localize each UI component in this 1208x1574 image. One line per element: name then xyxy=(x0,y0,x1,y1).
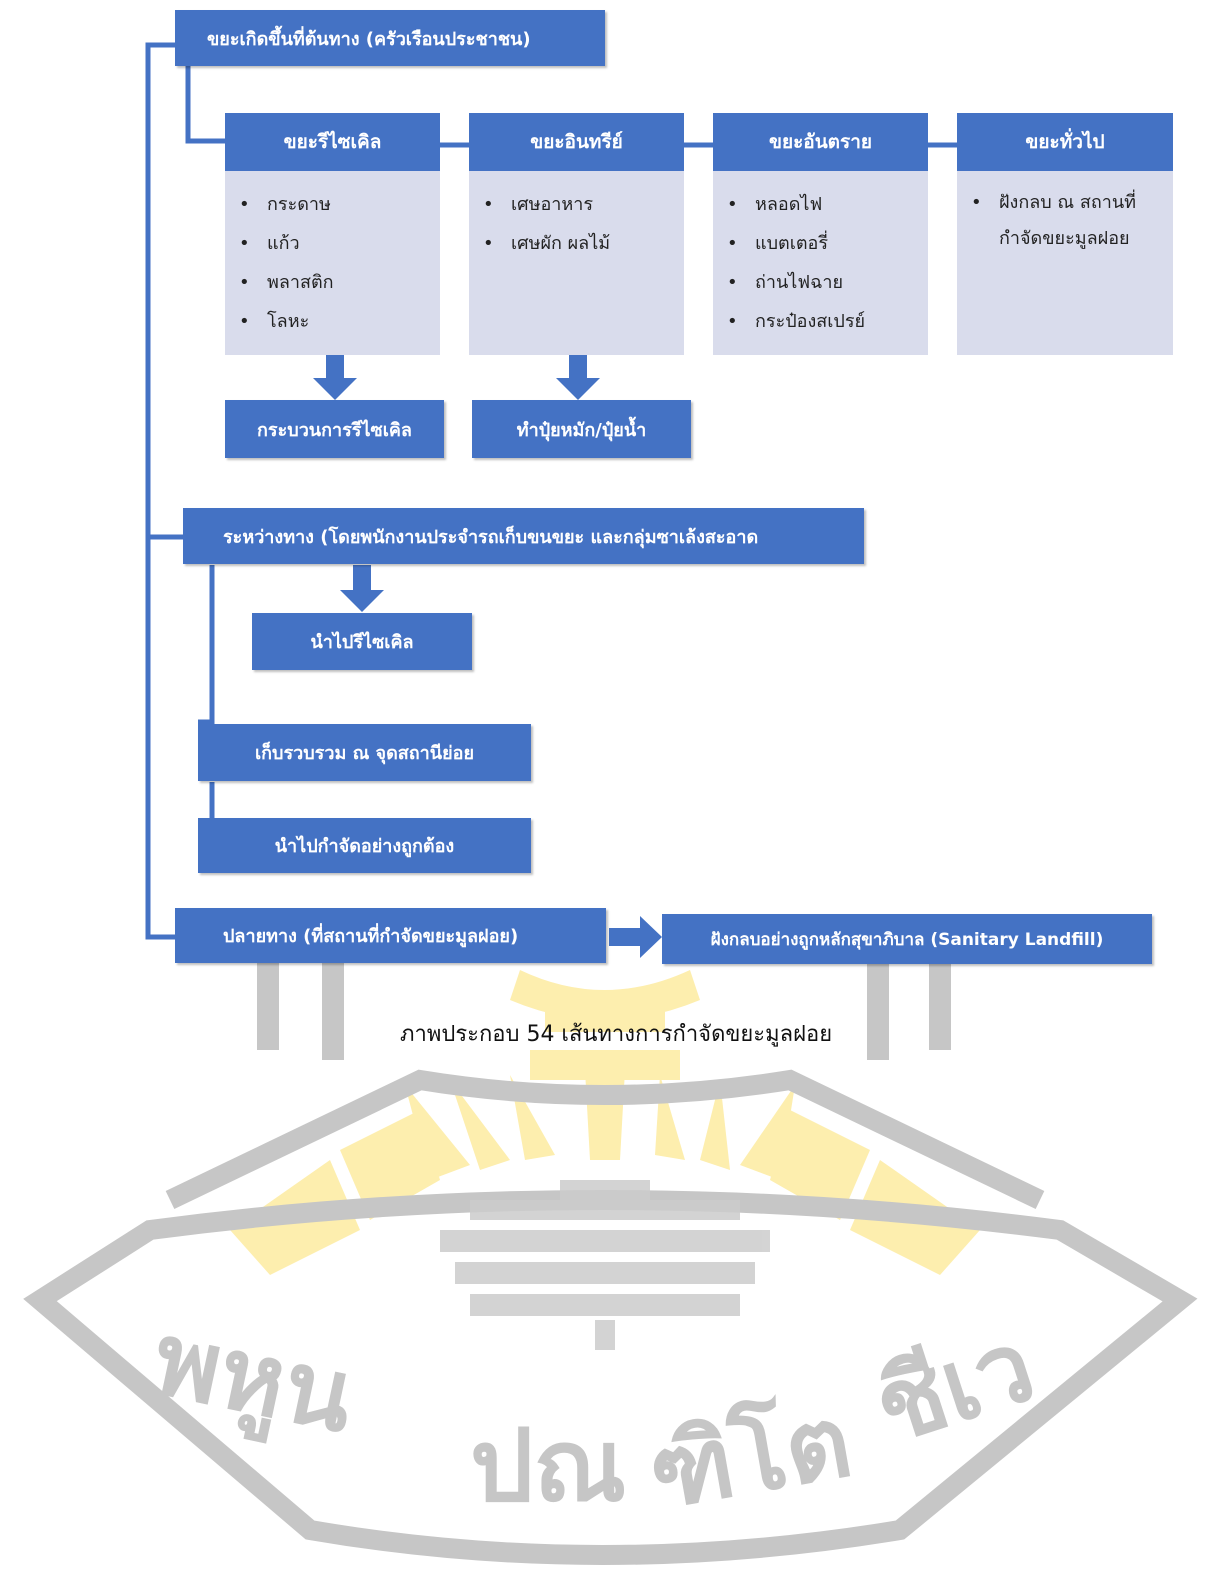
category-general-header: ขยะทั่วไป xyxy=(957,113,1173,171)
list-item: พลาสติก xyxy=(239,263,432,302)
category-general-title: ขยะทั่วไป xyxy=(1025,131,1105,153)
proper-disposal-box: นำไปกำจัดอย่างถูกต้อง xyxy=(198,818,531,873)
list-item: เศษผัก ผลไม้ xyxy=(483,224,676,263)
category-recycle-title: ขยะรีไซเคิล xyxy=(283,131,382,153)
flow-connectors xyxy=(145,42,957,958)
list-item: โลหะ xyxy=(239,302,432,341)
recycle-process-box: กระบวนการรีไซเคิล xyxy=(225,400,444,458)
midway-recycle-label: นำไปรีไซเคิล xyxy=(310,632,414,653)
proper-disposal-label: นำไปกำจัดอย่างถูกต้อง xyxy=(274,836,455,857)
category-general-body: ฝังกลบ ณ สถานที่กำจัดขยะมูลฝอย xyxy=(957,171,1173,355)
midway-box: ระหว่างทาง (โดยพนักงานประจำรถเก็บขนขยะ แ… xyxy=(183,508,864,564)
category-organic-title: ขยะอินทรีย์ xyxy=(530,131,623,153)
compost-box: ทำปุ๋ยหมัก/ปุ๋ยน้ำ xyxy=(472,400,691,458)
destination-box: ปลายทาง (ที่สถานที่กำจัดขยะมูลฝอย) xyxy=(175,908,606,963)
recycle-process-label: กระบวนการรีไซเคิล xyxy=(257,419,412,441)
collect-station-box: เก็บรวบรวม ณ จุดสถานีย่อย xyxy=(198,724,531,781)
list-item: ถ่านไฟฉาย xyxy=(727,263,920,302)
list-item: แก้ว xyxy=(239,224,432,263)
svg-text:พหูน: พหูน xyxy=(143,1299,364,1459)
compost-label: ทำปุ๋ยหมัก/ปุ๋ยน้ำ xyxy=(516,419,647,441)
midway-label: ระหว่างทาง (โดยพนักงานประจำรถเก็บขนขยะ แ… xyxy=(223,526,759,548)
down-arrow-midway xyxy=(353,565,371,591)
svg-text:ปณ: ปณ xyxy=(470,1407,626,1524)
list-item: แบตเตอรี่ xyxy=(727,224,920,263)
category-organic-body: เศษอาหาร เศษผัก ผลไม้ xyxy=(469,171,684,355)
category-hazardous-body: หลอดไฟ แบตเตอรี่ ถ่านไฟฉาย กระป๋องสเปรย์ xyxy=(713,171,928,355)
category-recycle-header: ขยะรีไซเคิล xyxy=(225,113,440,171)
sanitary-landfill-label: ฝังกลบอย่างถูกหลักสุขาภิบาล (Sanitary La… xyxy=(710,929,1104,950)
down-arrow-organic xyxy=(569,353,587,379)
midway-recycle-box: นำไปรีไซเคิล xyxy=(252,613,472,670)
destination-label: ปลายทาง (ที่สถานที่กำจัดขยะมูลฝอย) xyxy=(223,926,519,947)
category-hazardous-header: ขยะอันตราย xyxy=(713,113,928,171)
sanitary-landfill-box: ฝังกลบอย่างถูกหลักสุขาภิบาล (Sanitary La… xyxy=(662,914,1152,964)
list-item: กระป๋องสเปรย์ xyxy=(727,302,920,341)
list-item: ฝังกลบ ณ สถานที่กำจัดขยะมูลฝอย xyxy=(971,185,1165,257)
category-recycle-body: กระดาษ แก้ว พลาสติก โลหะ xyxy=(225,171,440,355)
figure-caption: ภาพประกอบ 54 เส้นทางการกำจัดขยะมูลฝอย xyxy=(400,1022,833,1047)
list-item: เศษอาหาร xyxy=(483,185,676,224)
source-box: ขยะเกิดขึ้นที่ต้นทาง (ครัวเรือนประชาชน) xyxy=(175,10,605,66)
source-label: ขยะเกิดขึ้นที่ต้นทาง (ครัวเรือนประชาชน) xyxy=(207,28,531,50)
collect-station-label: เก็บรวบรวม ณ จุดสถานีย่อย xyxy=(255,743,474,764)
down-arrow-recycle xyxy=(326,353,344,379)
svg-text:ฑิโต: ฑิโต xyxy=(641,1382,860,1532)
category-organic-header: ขยะอินทรีย์ xyxy=(469,113,684,171)
category-hazardous-title: ขยะอันตราย xyxy=(768,131,873,153)
list-item: หลอดไฟ xyxy=(727,185,920,224)
right-arrow-landfill xyxy=(609,928,641,946)
list-item: กระดาษ xyxy=(239,185,432,224)
